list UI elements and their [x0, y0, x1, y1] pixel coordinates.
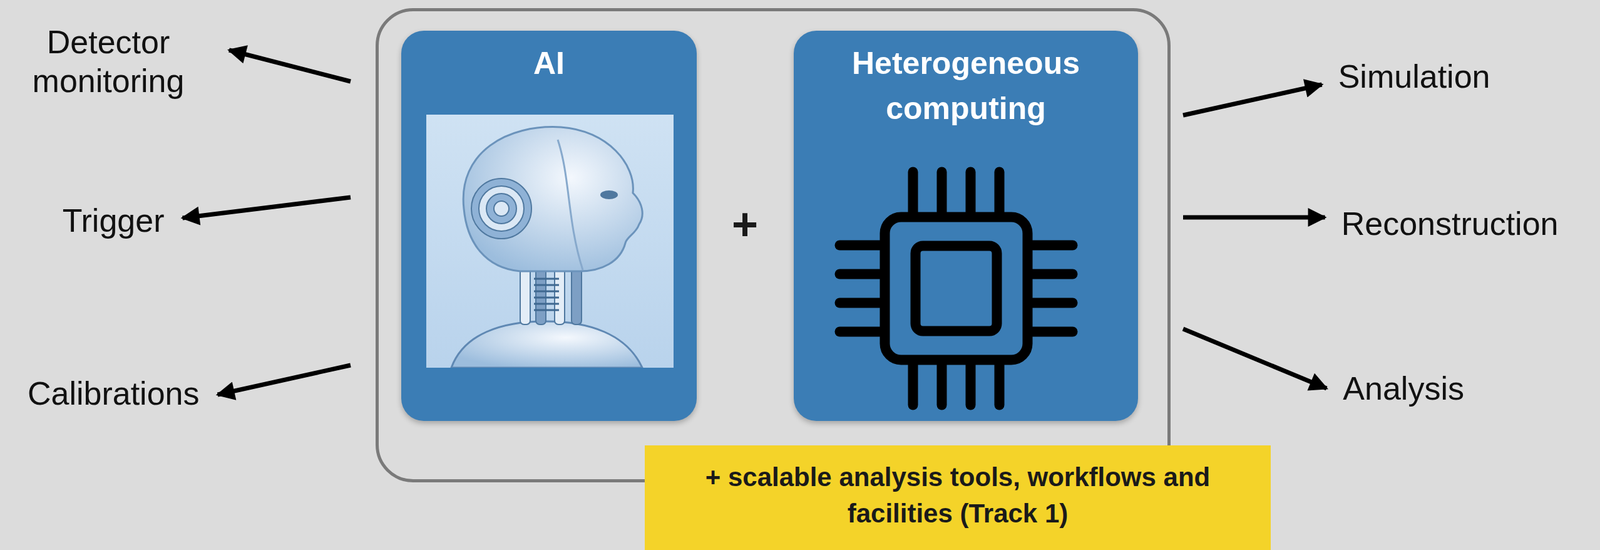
- arrow-connector: [182, 197, 351, 218]
- stage-label: Analysis: [1342, 368, 1465, 408]
- stage-label: Trigger: [61, 200, 166, 240]
- panel-title: AI: [401, 40, 697, 86]
- text-node: Trigger: [61, 200, 166, 240]
- arrow-connector: [1183, 215, 1326, 220]
- arrow-connector: [1183, 328, 1327, 389]
- panel-title: Heterogeneous computing: [793, 40, 1139, 131]
- panel-box: AI: [401, 30, 697, 421]
- arrow-connector: [217, 364, 351, 395]
- plus-sign: +: [731, 199, 759, 250]
- text-node: Analysis: [1342, 368, 1465, 408]
- panel-box: Heterogeneous computing: [793, 30, 1139, 421]
- text-node: Detector monitoring: [5, 22, 212, 101]
- text-node: Simulation: [1337, 56, 1492, 96]
- stage-label: Calibrations: [26, 373, 201, 413]
- text-node: Calibrations: [26, 373, 201, 413]
- chip-icon: [793, 30, 1139, 421]
- text-node: Reconstruction: [1340, 204, 1560, 243]
- stage-label: Detector monitoring: [5, 22, 212, 101]
- robot-illustration: [426, 114, 674, 368]
- arrow-connector: [229, 50, 351, 82]
- stage-label: Simulation: [1337, 56, 1492, 96]
- stage-label: Reconstruction: [1340, 204, 1560, 243]
- highlight-note: + scalable analysis tools, workflows and…: [644, 445, 1271, 550]
- arrow-connector: [1183, 84, 1323, 116]
- group-box: AIHeterogeneous computing+ scalable anal…: [375, 8, 1171, 483]
